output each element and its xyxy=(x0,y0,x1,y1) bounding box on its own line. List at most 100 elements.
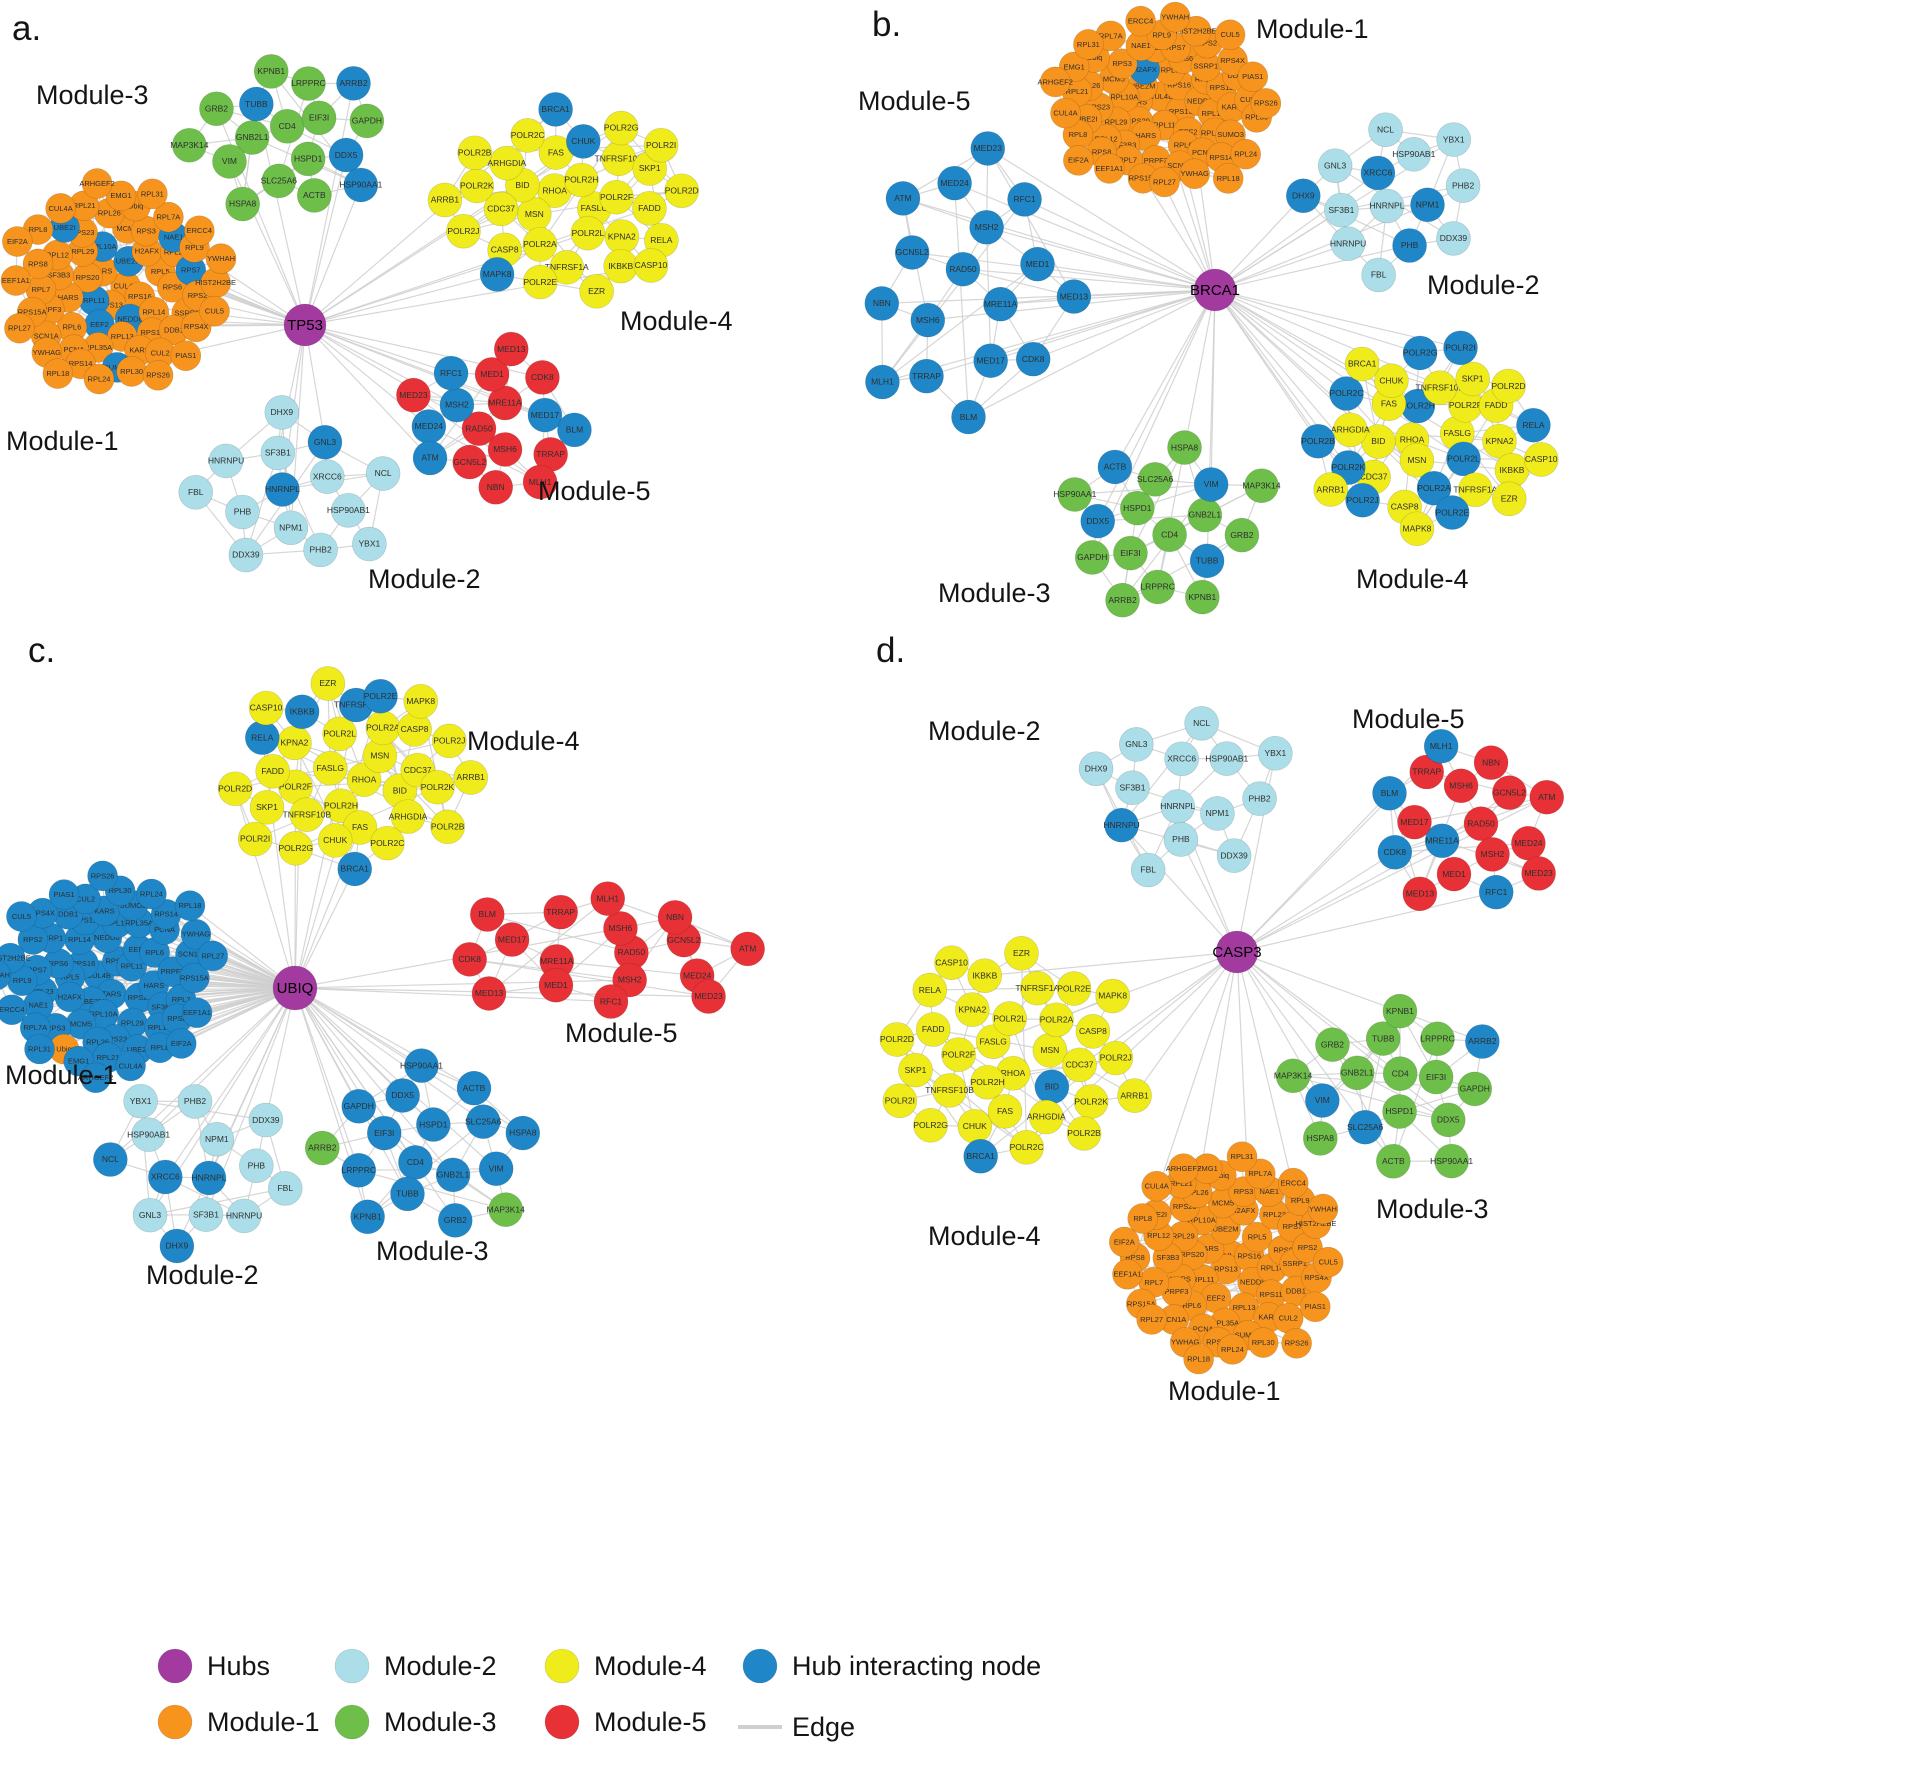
gene-node-label: IKBKB xyxy=(290,707,315,717)
hub-edge xyxy=(277,324,306,454)
gene-node-circle xyxy=(80,1062,112,1094)
panel-letter: c. xyxy=(28,631,55,670)
network-node: RPL7A xyxy=(153,201,184,233)
network-node: NCL xyxy=(93,1142,128,1177)
gene-node-label: Ubiq xyxy=(128,202,143,211)
network-node: MRE11A xyxy=(487,385,523,421)
gene-node-label: POLR2L xyxy=(1447,454,1480,464)
gene-node-label: RPL21 xyxy=(96,1053,119,1062)
hub-edge xyxy=(189,905,296,989)
gene-node-label: PCNA xyxy=(63,345,84,354)
network-node: POLR2B xyxy=(430,809,465,845)
gene-node-label: RELA xyxy=(251,732,274,742)
gene-node-label: RPL35A xyxy=(125,918,153,927)
gene-node-circle xyxy=(331,493,366,528)
hub-edge xyxy=(304,108,556,326)
gene-node-label: SF3B3 xyxy=(1156,1253,1179,1262)
network-node: POLR2C xyxy=(370,825,405,861)
gene-node-label: KPNB1 xyxy=(1386,1006,1414,1016)
gene-node-circle xyxy=(199,295,230,327)
gene-node-label: POLR2F xyxy=(279,782,312,792)
hub-edge xyxy=(1214,244,1410,291)
gene-node-label: MAP3K14 xyxy=(1242,480,1281,490)
network-node: MED23 xyxy=(970,131,1006,166)
gene-node-label: GRB2 xyxy=(1321,1039,1344,1049)
gene-node-label: MSH6 xyxy=(916,315,940,325)
gene-node-circle xyxy=(1130,852,1166,888)
gene-node-label: MED13 xyxy=(1406,889,1435,899)
network-node: HSPA8 xyxy=(1167,430,1202,465)
network-node: CASP10 xyxy=(633,248,669,283)
gene-node-circle xyxy=(269,108,305,144)
gene-node-circle xyxy=(1115,770,1150,806)
hub-edge xyxy=(1024,198,1216,291)
gene-node-circle xyxy=(208,443,244,479)
gene-node-circle xyxy=(291,66,326,101)
gene-node-circle xyxy=(937,165,972,201)
gene-node-label: GNB2L1 xyxy=(1189,510,1222,520)
gene-node-label: RPS6 xyxy=(1273,1246,1293,1255)
gene-node-circle xyxy=(431,723,467,759)
network-node: TRRAP xyxy=(909,358,944,394)
network-node: DHX9 xyxy=(264,395,300,430)
gene-node-label: DDB1 xyxy=(1286,1286,1306,1295)
gene-node-circle xyxy=(1374,363,1409,398)
legend-swatch-module3 xyxy=(334,1704,370,1740)
gene-node-label: H2AFX xyxy=(1231,1206,1255,1215)
network-node: GNB2L1 xyxy=(1339,1055,1375,1091)
gene-node-circle xyxy=(664,173,700,209)
legend-swatch-module2 xyxy=(334,1648,370,1684)
gene-node-label: POLR2B xyxy=(1067,1128,1101,1138)
gene-node-label: FAS xyxy=(352,822,368,832)
network-node: YWHAH xyxy=(0,960,12,990)
gene-node-label: RPL35A xyxy=(84,343,112,352)
gene-node-circle xyxy=(882,1083,918,1119)
gene-node-circle xyxy=(1369,188,1405,224)
network-node: POLR2G xyxy=(913,1107,948,1143)
gene-node-circle xyxy=(1073,29,1104,60)
gene-node-circle xyxy=(1230,138,1262,170)
hub-edge xyxy=(1214,209,1342,291)
network-node: HSP90AB1 xyxy=(1205,741,1249,776)
gene-node-label: BLM xyxy=(479,909,496,919)
gene-node-label: TNFRSF1A xyxy=(545,262,589,272)
gene-node-label: MED17 xyxy=(531,410,560,420)
gene-node-label: CDK8 xyxy=(1022,354,1045,364)
network-node: ARRB1 xyxy=(427,182,463,218)
network-node: ACTB xyxy=(1376,1143,1411,1179)
gene-node-label: RPL24 xyxy=(140,889,163,898)
gene-node-circle xyxy=(865,364,900,400)
gene-node-circle xyxy=(1324,192,1359,228)
gene-node-circle xyxy=(951,399,986,435)
gene-node-circle xyxy=(963,1138,998,1174)
gene-node-label: SLC25A6 xyxy=(1137,474,1174,484)
network-node: IKBKB xyxy=(603,248,639,284)
gene-node-label: POLR2G xyxy=(604,123,639,133)
gene-node-label: EZR xyxy=(588,286,605,296)
gene-node-circle xyxy=(136,878,167,910)
edge xyxy=(469,958,709,998)
network-node: TUBB xyxy=(239,86,274,122)
network-node: GNB2L1 xyxy=(435,1157,471,1193)
gene-node-label: RHOA xyxy=(542,185,567,195)
gene-node-circle xyxy=(1422,370,1458,405)
gene-node-label: POLR2H xyxy=(971,1077,1005,1087)
gene-node-circle xyxy=(1180,15,1212,47)
gene-node-circle xyxy=(4,312,35,344)
network-node: RPL31 xyxy=(1073,29,1104,60)
gene-node-label: HNRNPU xyxy=(208,456,244,466)
gene-node-circle xyxy=(691,979,726,1014)
gene-node-circle xyxy=(433,355,469,391)
gene-node-circle xyxy=(328,137,364,173)
gene-node-label: CUL5 xyxy=(1319,1258,1338,1267)
network-node: RPL30 xyxy=(116,356,147,387)
hub-edge xyxy=(294,987,454,1176)
gene-node-label: MRE11A xyxy=(540,956,574,966)
network-node: POLR2J xyxy=(1098,1040,1134,1076)
gene-node-circle xyxy=(341,1089,377,1124)
network-node: EZR xyxy=(579,273,614,309)
gene-node-label: NBN xyxy=(666,912,684,922)
network-node: POLR2E xyxy=(1434,495,1470,530)
gene-node-label: BID xyxy=(1045,1081,1059,1091)
network-node: TNFRSF10B xyxy=(925,1073,974,1108)
